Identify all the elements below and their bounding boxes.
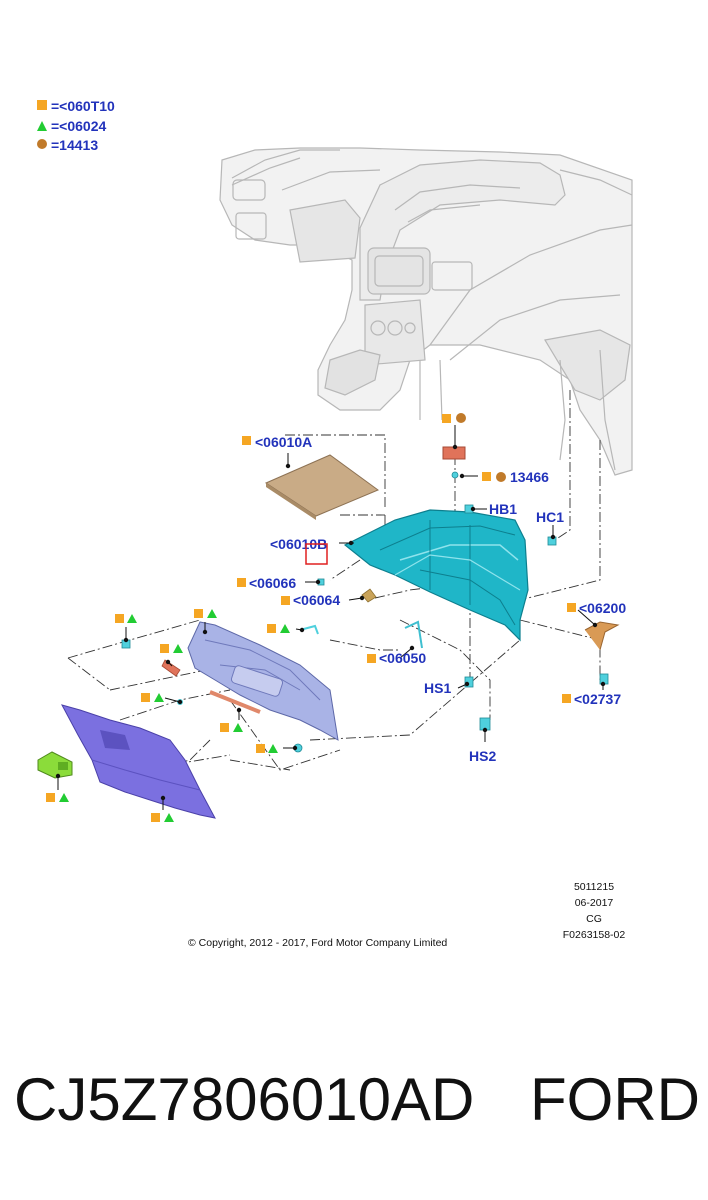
label-06200: <06200: [579, 600, 626, 616]
part-markers: [46, 413, 576, 822]
latch-part: [37, 751, 73, 779]
part-number-title: CJ5Z7806010AD: [14, 1066, 475, 1133]
legend-circle-icon: [37, 139, 47, 149]
label-06050: <06050: [379, 650, 426, 666]
glovebox-bin: [343, 509, 529, 642]
info-block: 5011215 06-2017 CG F0263158-02: [563, 881, 626, 941]
callout-dots: [55, 444, 606, 801]
label-HS1: HS1: [424, 680, 451, 696]
brand-title: FORD: [530, 1066, 700, 1133]
legend-square-icon: [37, 100, 47, 110]
highlight-box: [305, 543, 328, 565]
label-02737: <02737: [574, 691, 621, 707]
legend: =<060T10 =<06024 =14413: [37, 98, 115, 153]
glovebox-liner: [187, 621, 339, 741]
glovebox-pad: [264, 454, 380, 520]
legend-square-text: =<060T10: [51, 98, 115, 114]
legend-triangle-text: =<06024: [51, 118, 106, 134]
label-06066: <06066: [249, 575, 296, 591]
callout-leaders: [57, 425, 604, 810]
label-HB1: HB1: [489, 501, 517, 517]
info-line-2: 06-2017: [575, 897, 614, 909]
label-13466: 13466: [510, 469, 549, 485]
dashboard-illustration: [219, 147, 633, 476]
legend-circle-text: =14413: [51, 137, 98, 153]
glovebox-door: [61, 704, 216, 819]
label-HS2: HS2: [469, 748, 496, 764]
info-line-3: CG: [586, 913, 602, 925]
callout-labels: <06010A 13466 HB1 HC1 <06010B <06066 <06…: [249, 434, 626, 764]
fasteners: [121, 446, 620, 753]
label-06064: <06064: [293, 592, 340, 608]
legend-triangle-icon: [37, 121, 47, 131]
info-line-4: F0263158-02: [563, 929, 626, 941]
copyright-text: © Copyright, 2012 - 2017, Ford Motor Com…: [188, 937, 447, 949]
info-line-1: 5011215: [574, 881, 614, 893]
exploded-parts-diagram: =<060T10 =<06024 =14413: [37, 98, 633, 949]
label-06010B: <06010B: [270, 536, 327, 552]
label-06010A: <06010A: [255, 434, 312, 450]
label-HC1: HC1: [536, 509, 564, 525]
